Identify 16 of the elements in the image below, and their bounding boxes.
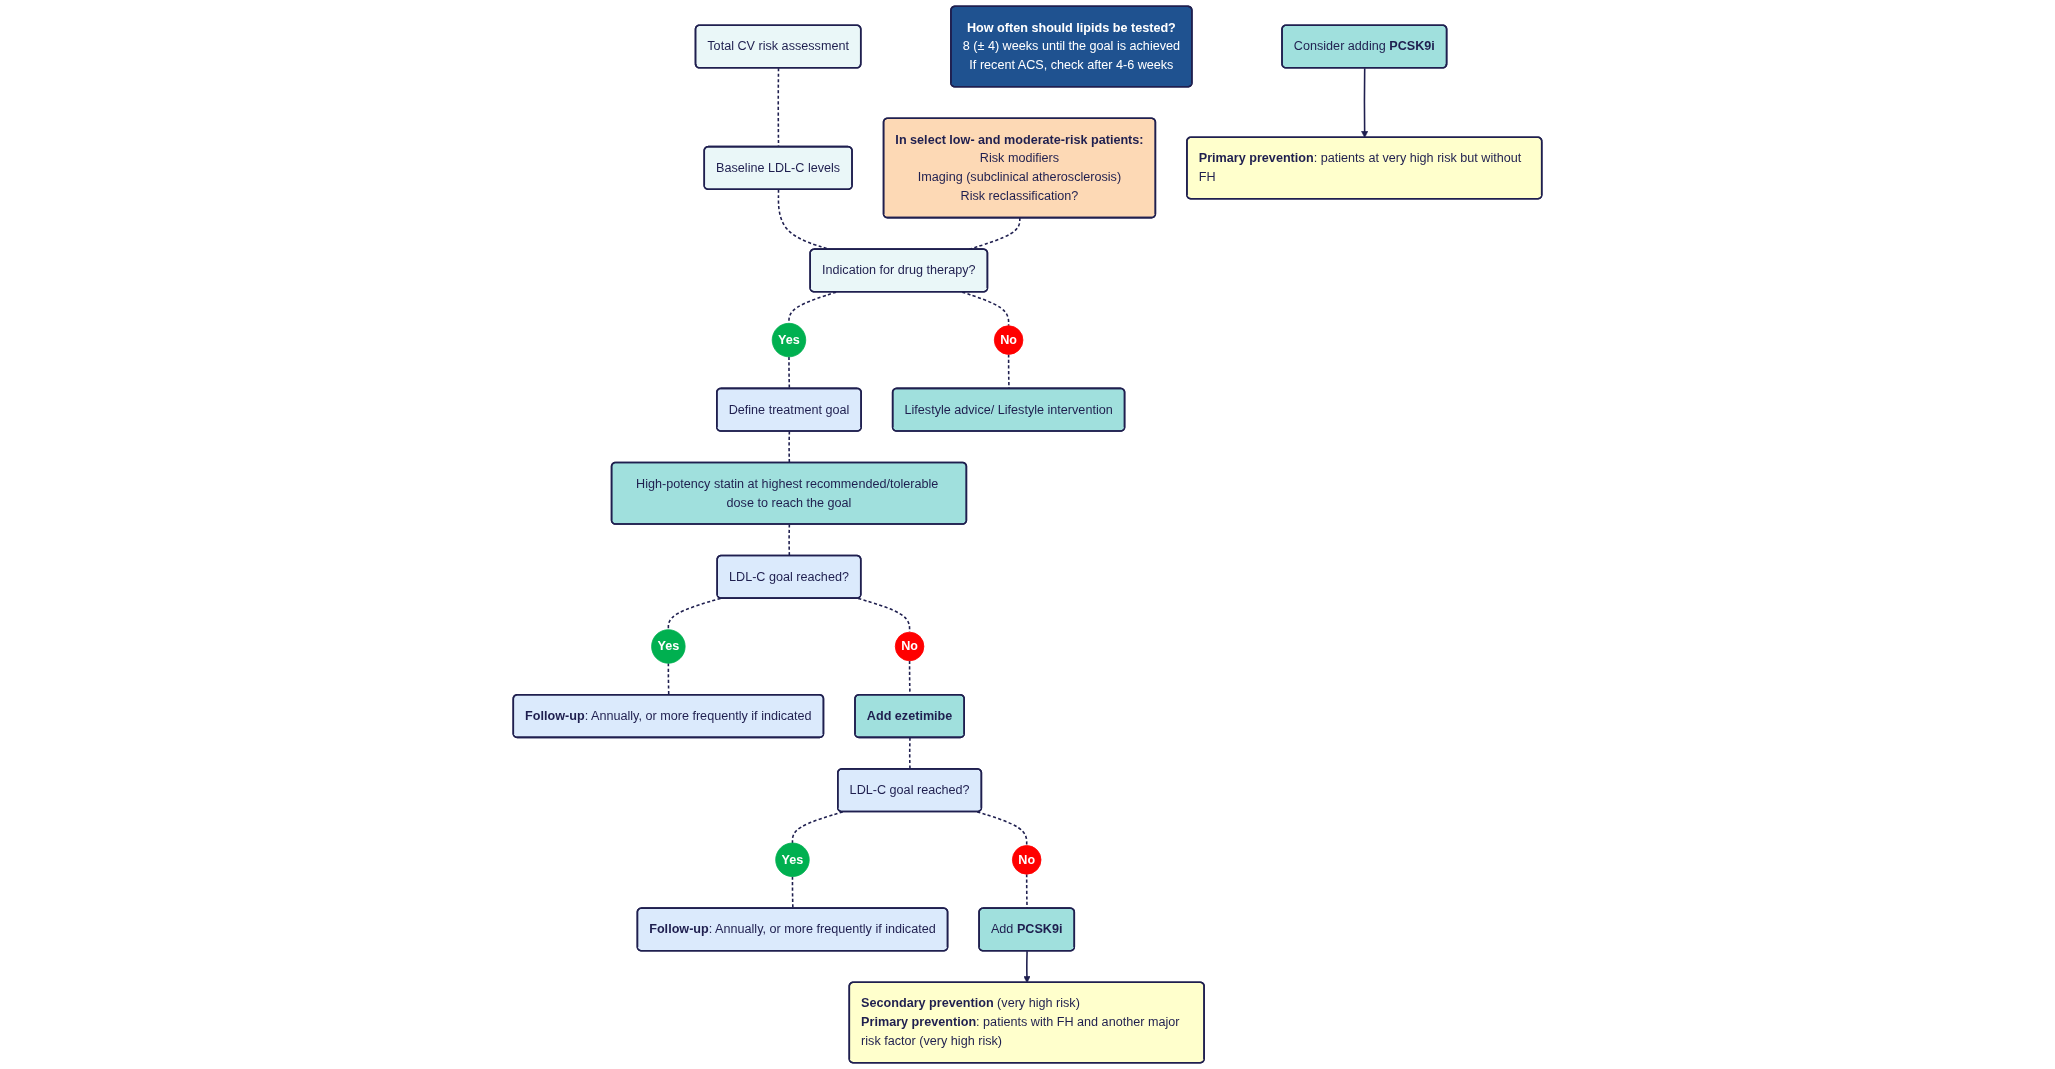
arrow <box>1361 67 1369 138</box>
connector <box>791 875 794 910</box>
connector <box>667 662 670 696</box>
connector <box>788 523 791 557</box>
node-circle: Yes <box>775 842 810 877</box>
node-circle: Yes <box>651 629 686 664</box>
connector <box>788 356 791 390</box>
node-circle: No <box>894 631 925 662</box>
connector <box>791 811 844 844</box>
arrow <box>1023 950 1031 983</box>
node-circle: No <box>993 325 1024 355</box>
connector <box>667 597 722 631</box>
connector <box>976 811 1028 847</box>
node-circle: Yes <box>771 322 807 358</box>
connector <box>788 430 791 464</box>
node-circle: No <box>1011 845 1042 875</box>
